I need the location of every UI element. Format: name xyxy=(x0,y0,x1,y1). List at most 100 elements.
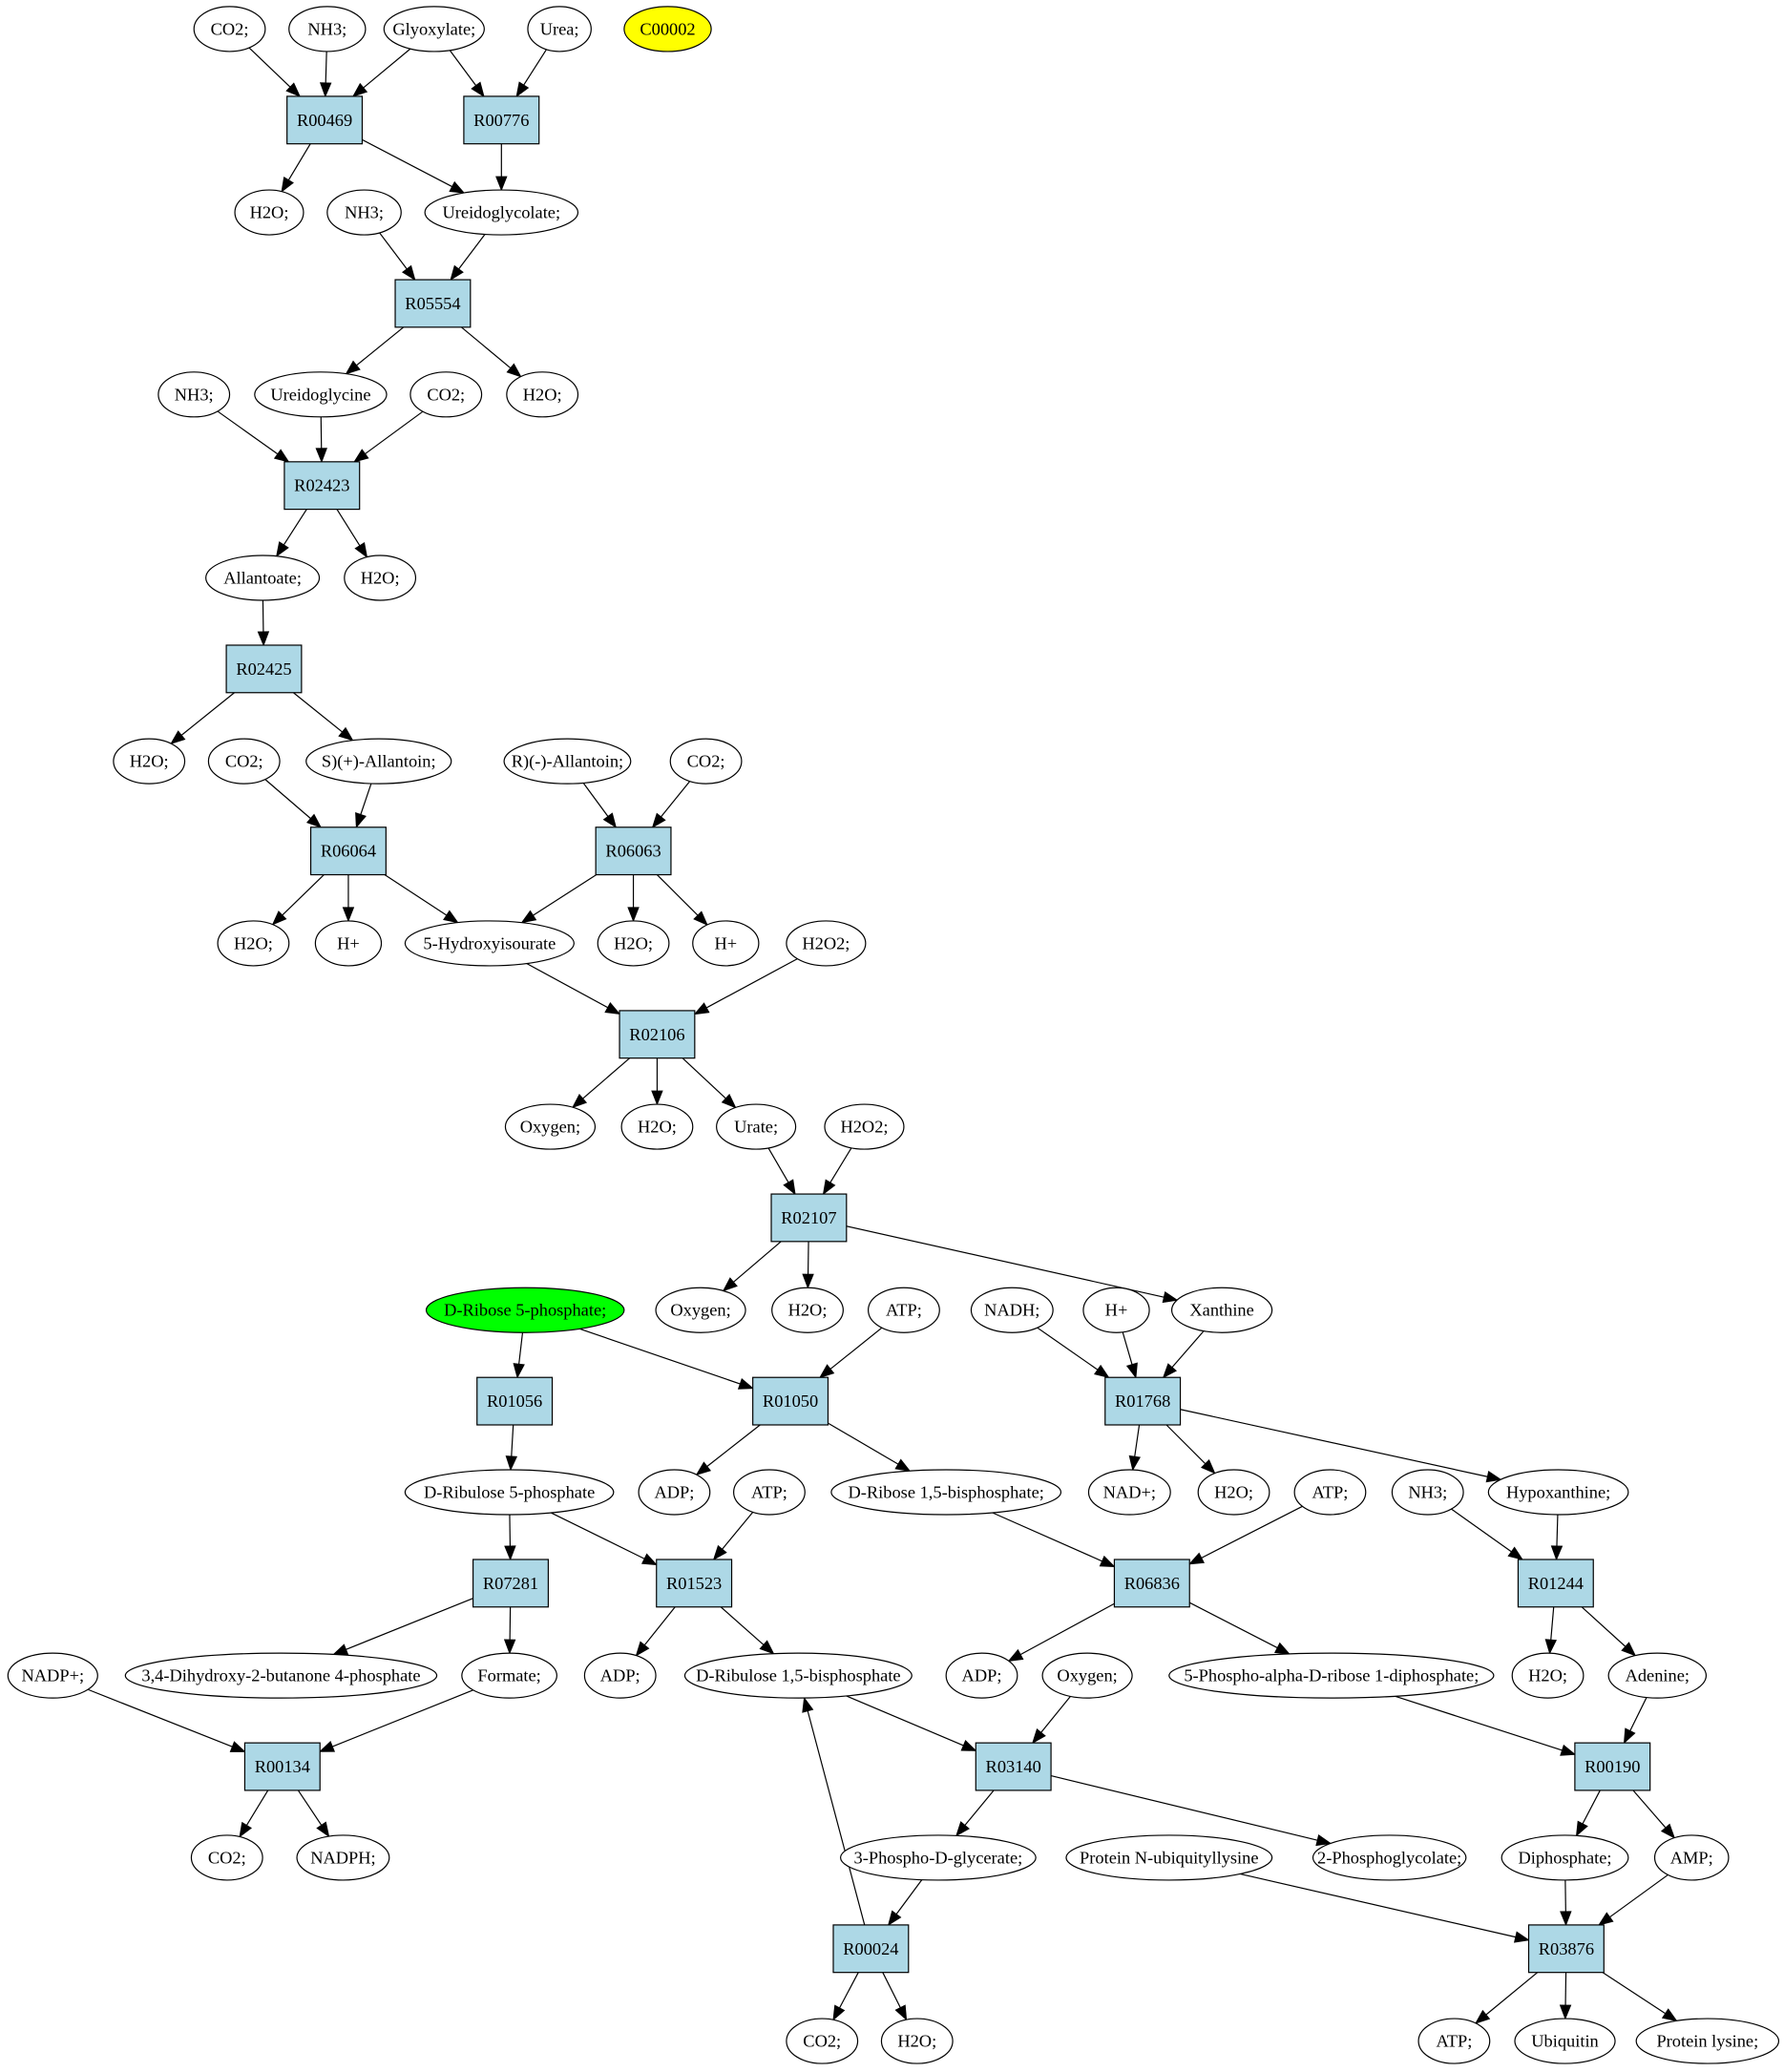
reaction-node-R06836[interactable]: R06836 xyxy=(1113,1559,1190,1608)
compound-node-amp[interactable]: AMP; xyxy=(1653,1834,1730,1881)
compound-node-atp-b[interactable]: ATP; xyxy=(733,1469,806,1516)
compound-node-nadpplus[interactable]: NADP+; xyxy=(7,1652,98,1699)
compound-node-prpp[interactable]: 5-Phospho-alpha-D-ribose 1-diphosphate; xyxy=(1168,1652,1495,1699)
reaction-node-R00190[interactable]: R00190 xyxy=(1574,1742,1651,1791)
compound-node-nadph[interactable]: NADPH; xyxy=(296,1834,390,1881)
compound-node-atp-a[interactable]: ATP; xyxy=(868,1287,940,1333)
compound-node-nh3-d[interactable]: NH3; xyxy=(1391,1469,1464,1516)
compound-node-h2o-b[interactable]: H2O; xyxy=(506,371,579,418)
compound-node-s-allantoin[interactable]: S)(+)-Allantoin; xyxy=(305,738,452,785)
reaction-node-R00469[interactable]: R00469 xyxy=(286,95,364,145)
reaction-node-R02107[interactable]: R02107 xyxy=(770,1193,848,1243)
compound-node-atp-c[interactable]: ATP; xyxy=(1293,1469,1367,1516)
compound-node-hplus-c[interactable]: H+ xyxy=(1082,1287,1150,1333)
compound-node-adenine[interactable]: Adenine; xyxy=(1607,1652,1708,1699)
compound-node-urea[interactable]: Urea; xyxy=(527,6,592,52)
compound-node-formate[interactable]: Formate; xyxy=(461,1652,557,1699)
compound-node-nh3-c[interactable]: NH3; xyxy=(157,371,231,418)
compound-node-co2-f[interactable]: CO2; xyxy=(786,2018,859,2064)
compound-node-atp-d[interactable]: ATP; xyxy=(1417,2018,1491,2064)
compound-node-urate[interactable]: Urate; xyxy=(716,1103,797,1150)
compound-node-h2o-c[interactable]: H2O; xyxy=(344,555,417,601)
compound-node-h2o-e[interactable]: H2O; xyxy=(217,920,290,967)
compound-node-ribose15bp[interactable]: D-Ribose 1,5-bisphosphate; xyxy=(830,1469,1062,1516)
reaction-node-R01244[interactable]: R01244 xyxy=(1517,1559,1594,1608)
reaction-node-R02106[interactable]: R02106 xyxy=(619,1010,696,1059)
reaction-node-R02423[interactable]: R02423 xyxy=(283,461,361,511)
compound-node-adp-b[interactable]: ADP; xyxy=(583,1652,657,1699)
reaction-node-R00776[interactable]: R00776 xyxy=(463,95,540,145)
arrowhead-R05554-to-ureidoglycine xyxy=(345,360,361,375)
compound-label: H+ xyxy=(1105,1301,1128,1320)
reaction-node-R00134[interactable]: R00134 xyxy=(243,1742,321,1791)
compound-node-ribulose15bp[interactable]: D-Ribulose 1,5-bisphosphate xyxy=(683,1652,913,1699)
compound-node-h2o-a[interactable]: H2O; xyxy=(234,189,304,236)
reaction-node-R06064[interactable]: R06064 xyxy=(309,827,387,876)
reaction-node-R02425[interactable]: R02425 xyxy=(225,644,303,694)
reaction-label: R00024 xyxy=(843,1939,898,1958)
compound-label: D-Ribose 5-phosphate; xyxy=(444,1301,606,1320)
compound-node-c00002[interactable]: C00002 xyxy=(623,6,712,52)
arrowhead-phosphoglycerate-to-R00024 xyxy=(887,1910,902,1927)
compound-node-hplus-b[interactable]: H+ xyxy=(692,920,760,967)
compound-node-h2o-k[interactable]: H2O; xyxy=(880,2018,954,2064)
compound-node-co2-d[interactable]: CO2; xyxy=(669,738,743,785)
compound-node-hydroxyisourate[interactable]: 5-Hydroxyisourate xyxy=(404,920,575,967)
reaction-node-R01523[interactable]: R01523 xyxy=(656,1559,733,1608)
reaction-node-R01056[interactable]: R01056 xyxy=(476,1376,554,1426)
compound-node-allantoate[interactable]: Allantoate; xyxy=(205,555,321,601)
compound-node-h2o2-a[interactable]: H2O2; xyxy=(786,920,867,967)
compound-node-r-allantoin[interactable]: R)(-)-Allantoin; xyxy=(503,738,632,785)
compound-node-xanthine[interactable]: Xanthine xyxy=(1170,1287,1273,1333)
compound-node-oxygen-a[interactable]: Oxygen; xyxy=(504,1103,597,1150)
compound-node-dihydroxybutanone[interactable]: 3,4-Dihydroxy-2-butanone 4-phosphate xyxy=(124,1652,438,1699)
compound-node-oxygen-b[interactable]: Oxygen; xyxy=(655,1287,746,1333)
compound-node-glyoxylate[interactable]: Glyoxylate; xyxy=(383,6,485,52)
arrowhead-nadh-to-R01768 xyxy=(1093,1364,1110,1379)
reaction-node-R00024[interactable]: R00024 xyxy=(832,1924,910,1974)
compound-node-adp-c[interactable]: ADP; xyxy=(945,1652,1018,1699)
compound-node-co2-c[interactable]: CO2; xyxy=(207,738,281,785)
compound-node-h2o-g[interactable]: H2O; xyxy=(620,1103,694,1150)
compound-node-phosphoglycolate[interactable]: 2-Phosphoglycolate; xyxy=(1312,1834,1467,1881)
reaction-label: R01050 xyxy=(763,1392,818,1411)
reaction-node-R03140[interactable]: R03140 xyxy=(975,1742,1052,1791)
compound-node-ribose5p[interactable]: D-Ribose 5-phosphate; xyxy=(425,1287,625,1333)
compound-node-ubiquitin[interactable]: Ubiquitin xyxy=(1514,2018,1616,2064)
reaction-node-R07281[interactable]: R07281 xyxy=(472,1559,549,1608)
compound-node-ureidoglycine[interactable]: Ureidoglycine xyxy=(254,371,388,418)
edge-R00134-to-nadph xyxy=(297,1789,323,1826)
compound-label: NH3; xyxy=(175,385,214,404)
compound-ellipse xyxy=(190,1834,263,1881)
reaction-node-R01050[interactable]: R01050 xyxy=(752,1376,829,1426)
compound-node-h2o-f[interactable]: H2O; xyxy=(597,920,670,967)
compound-node-nh3-b[interactable]: NH3; xyxy=(326,189,402,236)
compound-node-h2o-i[interactable]: H2O; xyxy=(1197,1469,1270,1516)
compound-node-h2o2-b[interactable]: H2O2; xyxy=(824,1103,905,1150)
compound-node-ureidoglycolate[interactable]: Ureidoglycolate; xyxy=(424,189,579,236)
reaction-node-R03876[interactable]: R03876 xyxy=(1527,1924,1605,1974)
reaction-node-R06063[interactable]: R06063 xyxy=(595,827,672,876)
compound-node-h2o-h[interactable]: H2O; xyxy=(771,1287,844,1333)
compound-node-co2-b[interactable]: CO2; xyxy=(409,371,483,418)
compound-node-protein-ubq[interactable]: Protein N-ubiquityllysine xyxy=(1065,1834,1273,1881)
compound-ellipse xyxy=(296,1834,390,1881)
compound-node-hypoxanthine[interactable]: Hypoxanthine; xyxy=(1487,1469,1629,1516)
compound-node-phosphoglycerate[interactable]: 3-Phospho-D-glycerate; xyxy=(839,1834,1037,1881)
compound-node-adp-a[interactable]: ADP; xyxy=(638,1469,711,1516)
compound-node-co2-a[interactable]: CO2; xyxy=(193,6,266,52)
compound-node-co2-e[interactable]: CO2; xyxy=(190,1834,263,1881)
compound-node-nadh[interactable]: NADH; xyxy=(970,1287,1054,1333)
compound-node-diphosphate[interactable]: Diphosphate; xyxy=(1501,1834,1629,1881)
compound-node-h2o-d[interactable]: H2O; xyxy=(113,738,186,785)
compound-node-hplus-a[interactable]: H+ xyxy=(314,920,383,967)
compound-node-nh3-a[interactable]: NH3; xyxy=(288,6,367,52)
compound-node-oxygen-c[interactable]: Oxygen; xyxy=(1041,1652,1133,1699)
compound-node-h2o-j[interactable]: H2O; xyxy=(1511,1652,1585,1699)
reaction-node-R01768[interactable]: R01768 xyxy=(1104,1376,1182,1426)
compound-node-protein-lysine[interactable]: Protein lysine; xyxy=(1635,2018,1780,2064)
compound-node-ribulose5p[interactable]: D-Ribulose 5-phosphate xyxy=(404,1469,615,1516)
compound-node-nadplus[interactable]: NAD+; xyxy=(1087,1469,1171,1516)
edge-R02107-to-xanthine xyxy=(846,1225,1165,1298)
reaction-node-R05554[interactable]: R05554 xyxy=(394,279,472,328)
